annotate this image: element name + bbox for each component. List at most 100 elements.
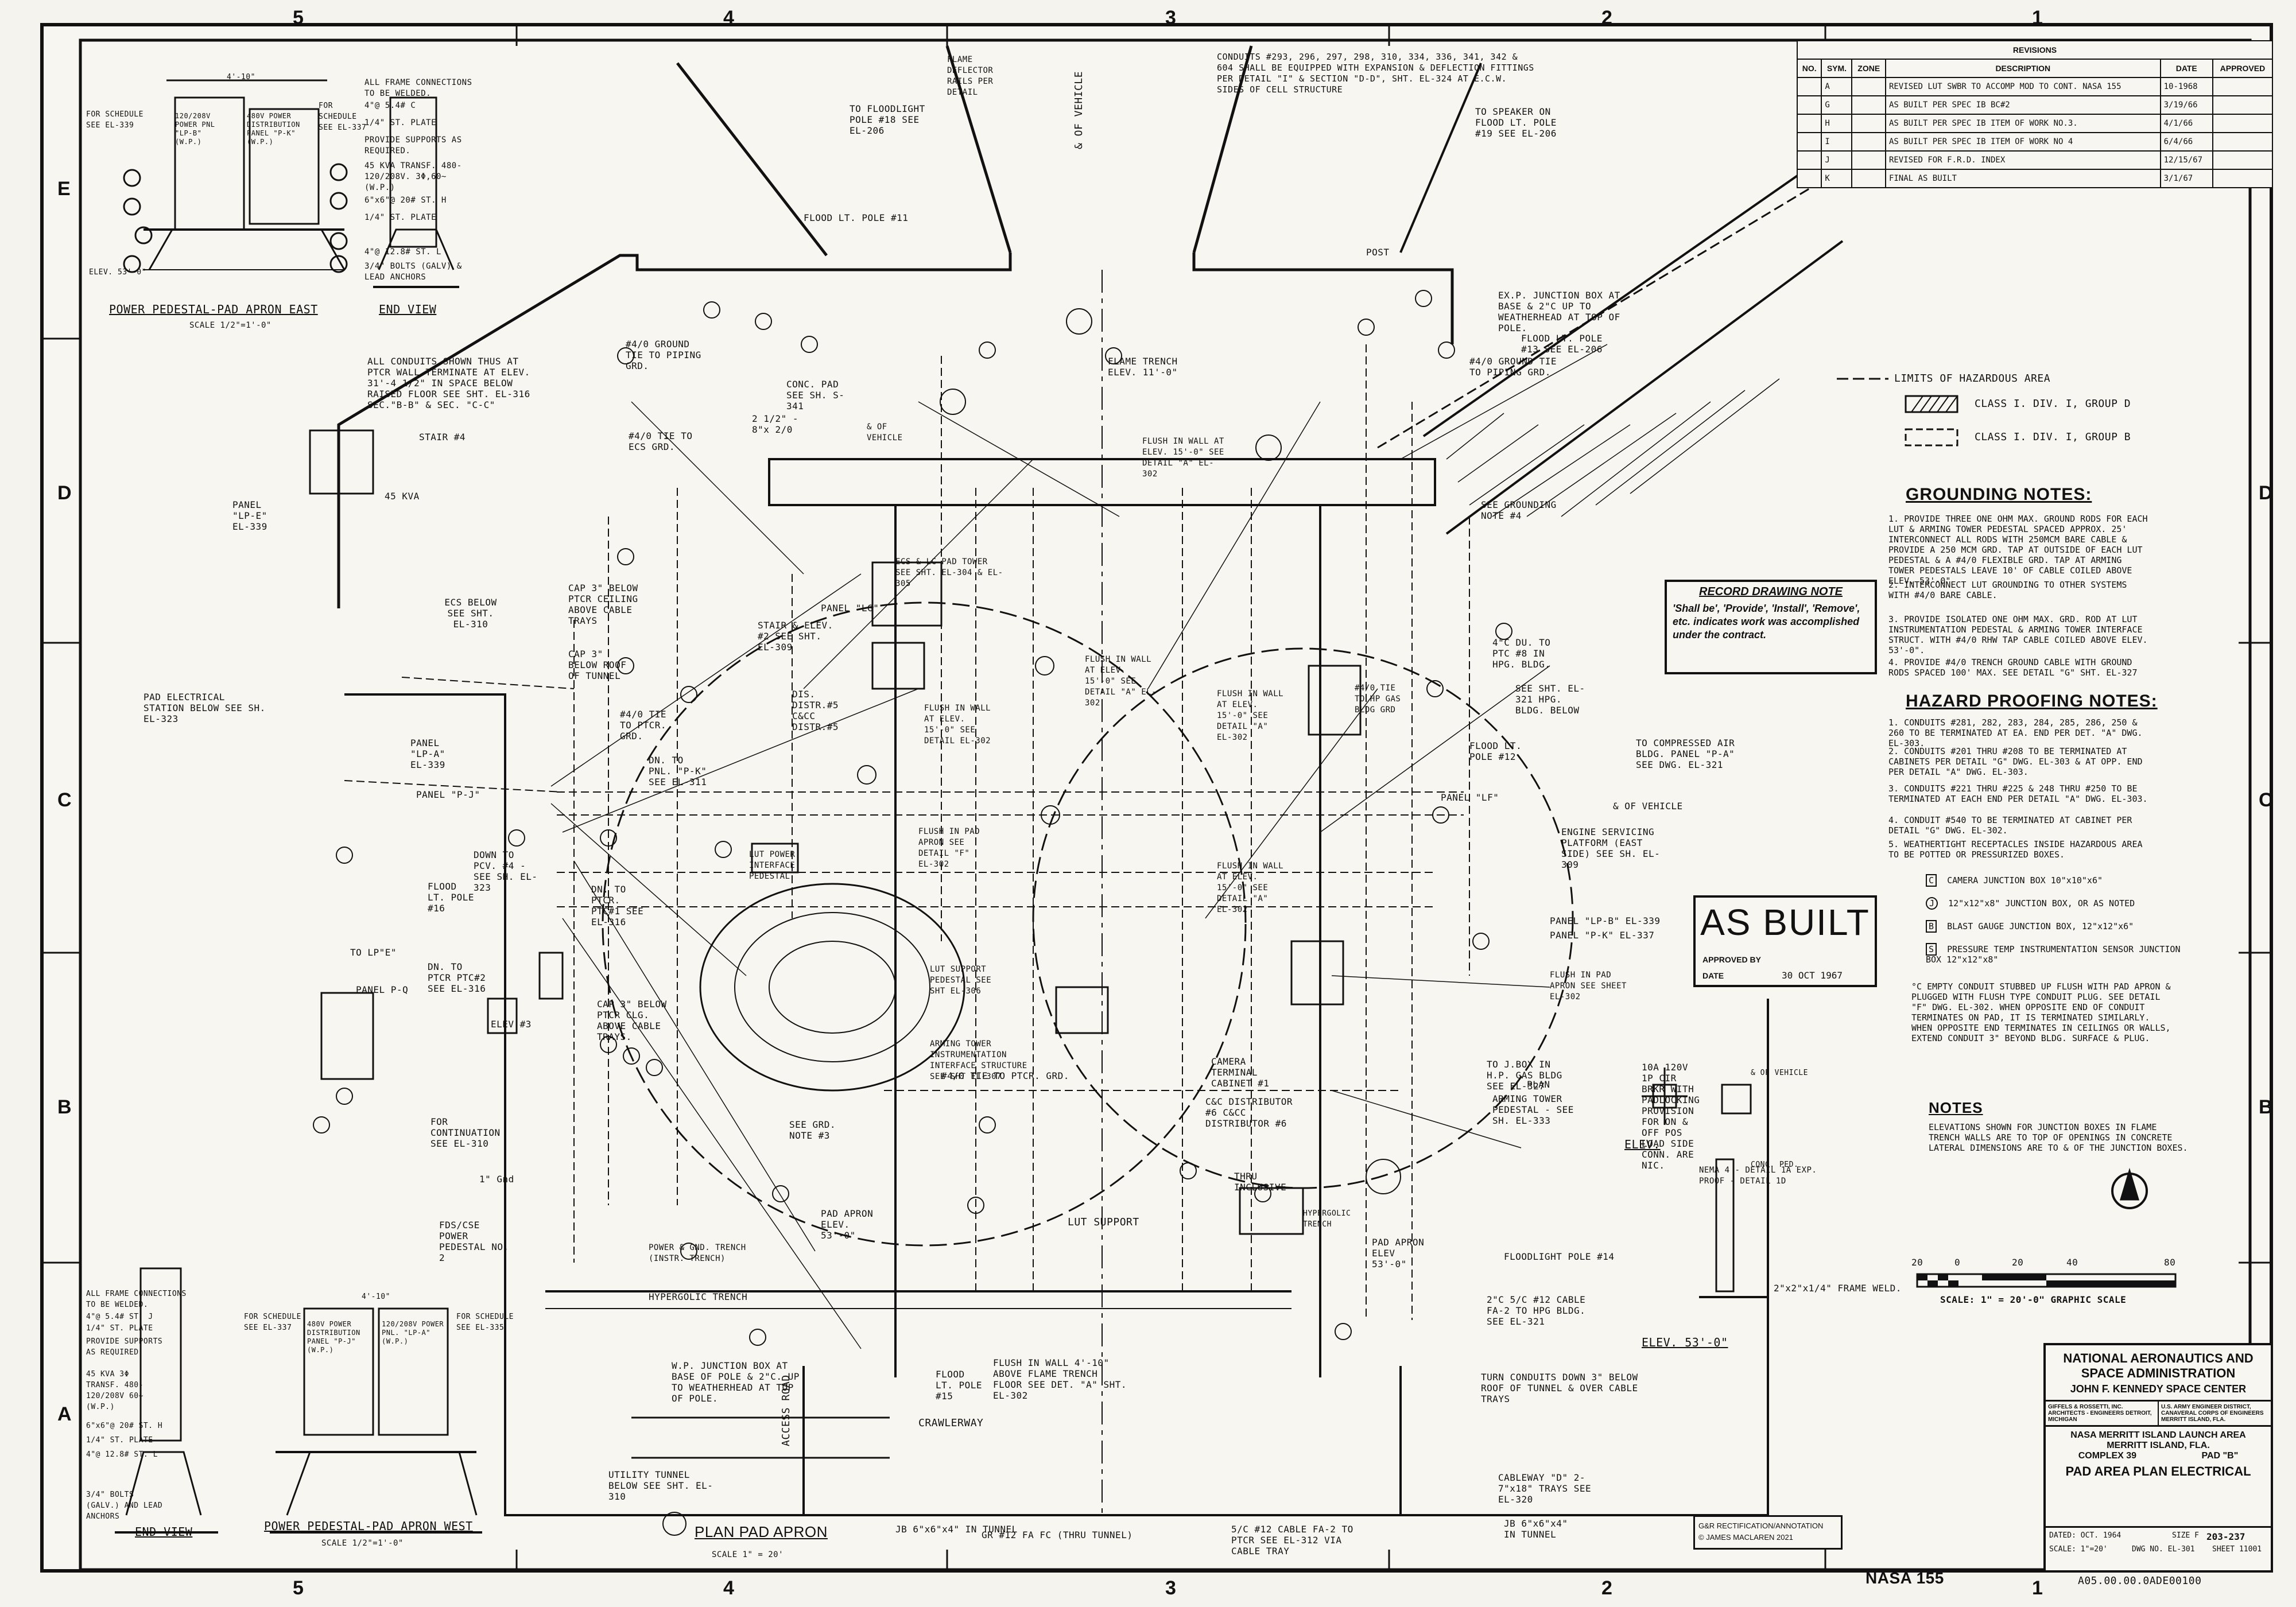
callout: #4/0 GROUND TIE TO PIPING GRD. — [1469, 356, 1557, 378]
pedestal-west-label: 45 KVA 3Φ TRANSF. 480-120/208V 60~ (W.P.… — [86, 1370, 144, 1411]
pedestal-east-label: 4"@ 5.4# C — [364, 101, 416, 110]
revisions-table: REVISIONS NO. SYM. ZONE DESCRIPTION DATE… — [1796, 40, 2274, 188]
callout: TO FLOODLIGHT POLE #18 SEE EL-206 — [850, 103, 925, 136]
zone-left-B: B — [57, 1096, 72, 1118]
rev-col-sym: SYM. — [1821, 59, 1853, 78]
callout: TO J.BOX IN H.P. GAS BLDG SEE EL-327 — [1487, 1059, 1562, 1092]
grounding-notes-title: GROUNDING NOTES: — [1906, 485, 2092, 504]
rev-col-date: DATE — [2159, 59, 2213, 78]
callout: ELEV.#3 — [491, 1019, 532, 1030]
callout: POWER & GND. TRENCH (INSTR. TRENCH) — [649, 1243, 746, 1263]
callout: NEMA 4 - DETAIL 1A EXP. PROOF - DETAIL 1… — [1699, 1166, 1817, 1186]
callout: & OF VEHICLE — [1073, 71, 1085, 149]
file-number: 203-237 — [2206, 1531, 2245, 1542]
callout: STAIR & ELEV. #2 SEE SHT. EL-309 — [758, 620, 833, 653]
pedestal-west-label: 4"@ 5.4# ST. J — [86, 1313, 153, 1321]
callout: C&C DISTRIBUTOR #6 C&CC DISTRIBUTOR #6 — [1205, 1096, 1293, 1129]
rev-date: 3/19/66 — [2159, 95, 2213, 115]
callout: FLOODLIGHT POLE #14 — [1504, 1251, 1615, 1262]
rev-date: 12/15/67 — [2159, 150, 2213, 170]
callout: PANEL "LG" — [821, 603, 879, 614]
callout: FLUSH IN PAD APRON SEE DETAIL "F" EL-302 — [918, 827, 980, 869]
zone-left-D: D — [57, 482, 72, 504]
callout: ARMING TOWER PEDESTAL - SEE SH. EL-333 — [1492, 1093, 1574, 1126]
legend-title: LIMITS OF HAZARDOUS AREA — [1894, 372, 2051, 385]
callout: CABLEWAY "D" 2-7"x18" TRAYS SEE EL-320 — [1498, 1472, 1592, 1505]
callout: ALL CONDUITS SHOWN THUS AT PTCR WALL TER… — [367, 356, 530, 410]
zone-bottom-1: 1 — [2032, 1577, 2043, 1599]
firm-name: GIFFELS & ROSSETTI, INC. ARCHITECTS - EN… — [2046, 1402, 2159, 1425]
callout: DN. TO PTCR PTC#2 SEE EL-316 — [428, 961, 486, 994]
zone-left-A: A — [57, 1403, 72, 1425]
rev-date: 4/1/66 — [2159, 114, 2213, 133]
zone-right-B: B — [2259, 1096, 2273, 1118]
hazard-note-5: 5. WEATHERTIGHT RECEPTACLES INSIDE HAZAR… — [1888, 839, 2143, 860]
corps-name: U.S. ARMY ENGINEER DISTRICT, CANAVERAL C… — [2161, 1404, 2264, 1423]
grounding-note-1: 1. PROVIDE THREE ONE OHM MAX. GROUND ROD… — [1888, 514, 2148, 586]
record-note-text: 'Shall be', 'Provide', 'Install', 'Remov… — [1673, 603, 1860, 641]
pedestal-west-label: 4"@ 12.8# ST. L — [86, 1450, 158, 1459]
footer-number: A05.00.00.0ADE00100 — [2078, 1575, 2202, 1587]
callout: FLUSH IN WALL AT ELEV. 15'-0" SEE DETAIL… — [1217, 689, 1284, 742]
callout: TO COMPRESSED AIR BLDG. PANEL "P-A" SEE … — [1636, 737, 1735, 770]
record-drawing-note: RECORD DRAWING NOTE 'Shall be', 'Provide… — [1665, 580, 1877, 674]
callout: LUT SUPPORT — [1068, 1216, 1139, 1228]
pedestal-west-label: 1/4" ST. PLATE — [86, 1324, 153, 1333]
zone-right-C: C — [2259, 789, 2273, 811]
callout: 2 1/2" - 8"x 2/0 — [752, 413, 799, 435]
callout: FLUSH IN WALL AT ELEV. 15'-0" SEE DETAIL… — [1217, 861, 1284, 914]
pedestal-east-label: 480V POWER DISTRIBUTION PANEL "P-K" (W.P… — [247, 112, 300, 146]
scale-tick-20b: 20 — [2012, 1257, 2024, 1268]
rev-col-zone: ZONE — [1851, 59, 1886, 78]
callout: THRU INCLUSIVE — [1234, 1171, 1287, 1193]
callout: W.P. JUNCTION BOX AT BASE OF POLE & 2"C.… — [672, 1360, 800, 1404]
callout: TO SPEAKER ON FLOOD LT. POLE #19 SEE EL-… — [1475, 106, 1557, 139]
callout: CONC. PAD SEE SH. S-341 — [786, 379, 845, 412]
pedestal-east-scale: SCALE 1/2"=1'-0" — [189, 321, 272, 330]
pedestal-east-label: 4"@ 12.8# ST. L — [364, 247, 441, 257]
pedestal-east-title: POWER PEDESTAL-PAD APRON EAST — [109, 302, 318, 316]
callout: PANEL P-Q — [356, 984, 409, 995]
callout: UTILITY TUNNEL BELOW SEE SHT. EL-310 — [608, 1469, 713, 1502]
credit-box: G&R RECTIFICATION/ANNOTATION © JAMES MAC… — [1693, 1515, 1843, 1550]
pedestal-east-label: PROVIDE SUPPORTS AS REQUIRED. — [364, 135, 462, 156]
callout: SEE GROUNDING NOTE #4 — [1481, 499, 1557, 521]
callout: PAD ELECTRICAL STATION BELOW SEE SH. EL-… — [144, 692, 266, 724]
grounding-note-4: 4. PROVIDE #4/0 TRENCH GROUND CABLE WITH… — [1888, 657, 2138, 678]
callout: CAP 3" BELOW PTCR CEILING ABOVE CABLE TR… — [568, 583, 638, 626]
rev-sym: A — [1821, 77, 1853, 96]
zone-right-D: D — [2259, 482, 2273, 504]
title-block: NATIONAL AERONAUTICS AND SPACE ADMINISTR… — [2043, 1343, 2273, 1573]
callout: DN. TO PTCR. PTC#1 SEE EL-316 — [591, 884, 644, 927]
pedestal-east-label: FOR SCHEDULE SEE EL-337 — [319, 102, 367, 132]
zone-top-1: 1 — [2032, 7, 2043, 29]
pedestal-east-label: 120/208V POWER PNL "LP-B" (W.P.) — [175, 112, 215, 146]
callout: FLAME TRENCH ELEV. 11'-0" — [1108, 356, 1178, 378]
callout: CAMERA TERMINAL CABINET #1 — [1211, 1056, 1270, 1089]
callout: STAIR #4 — [419, 432, 466, 442]
credit-line-2: © JAMES MACLAREN 2021 — [1698, 1533, 1793, 1542]
callout: JB 6"x6"x4" IN TUNNEL — [1504, 1518, 1568, 1540]
hazard-note-4: 4. CONDUIT #540 TO BE TERMINATED AT CABI… — [1888, 815, 2132, 836]
callout: CAP 3" BELOW PTCR CLG. ABOVE CABLE TRAYS… — [597, 999, 667, 1042]
callout: FOR CONTINUATION SEE EL-310 — [430, 1116, 501, 1149]
callout: LUT SUPPORT PEDESTAL SEE SHT EL-306 — [930, 965, 992, 996]
callout: SEE SHT. EL-321 HPG. BLDG. BELOW — [1515, 683, 1585, 716]
scale-tick-80: 80 — [2164, 1257, 2176, 1268]
callout: FLUSH IN WALL 4'-10" ABOVE FLAME TRENCH … — [993, 1357, 1127, 1401]
rev-col-approved: APPROVED — [2212, 59, 2274, 78]
callout: & OF VEHICLE — [1613, 801, 1683, 812]
rev-desc: REVISED FOR F.R.D. INDEX — [1884, 150, 2161, 170]
callout: FLUSH IN WALL AT ELEV. 15'-0" SEE DETAIL… — [1085, 655, 1157, 708]
callout: CONC. PED. — [1751, 1160, 1799, 1169]
zone-left-C: C — [57, 789, 72, 811]
callout: 1" Gnd — [479, 1174, 514, 1185]
callout: PANEL "LP-E" EL-339 — [232, 499, 267, 532]
plan-title: PLAN PAD APRON — [695, 1523, 828, 1540]
callout: 5/C #12 CABLE FA-2 TO PTCR SEE EL-312 VI… — [1231, 1524, 1353, 1556]
agency-name: NATIONAL AERONAUTICS AND SPACE ADMINISTR… — [2063, 1351, 2254, 1380]
callout: #4/0 GROUND TIE TO PIPING GRD. — [626, 339, 701, 371]
callout: FLOOD LT. POLE #12 — [1469, 740, 1522, 762]
